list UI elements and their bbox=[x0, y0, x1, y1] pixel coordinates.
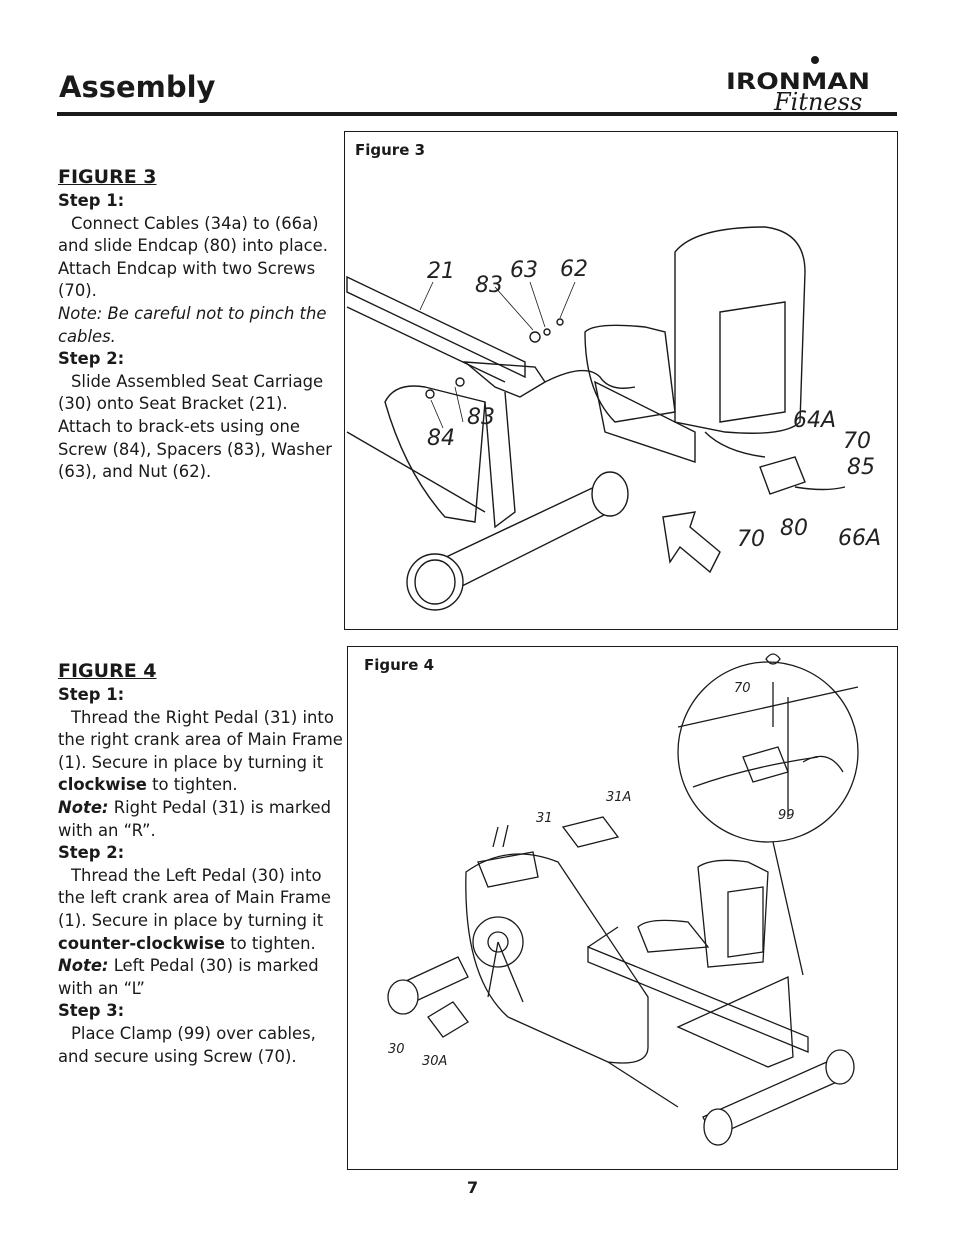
figure4-drawing: 70 99 31A 31 30 30A bbox=[387, 653, 859, 1146]
svg-text:IRONMAN: IRONMAN bbox=[726, 70, 870, 95]
callout-85: 85 bbox=[847, 455, 875, 480]
callout-30: 30 bbox=[388, 1042, 405, 1057]
callout-80: 80 bbox=[780, 516, 808, 541]
page-title: Assembly bbox=[59, 70, 216, 104]
ironman-fitness-logo: IRONMAN Fitness bbox=[726, 56, 870, 116]
callout-70-right: 70 bbox=[843, 429, 871, 454]
figure3-instructions: FIGURE 3 Step 1: Connect Cables (34a) to… bbox=[58, 166, 343, 484]
callout-84: 84 bbox=[427, 426, 455, 451]
figure3-drawing: 21 83 63 62 83 84 64A 70 85 70 80 66A bbox=[346, 226, 881, 611]
callout-62: 62 bbox=[560, 257, 588, 282]
figure3-step1-text: Connect Cables (34a) to (66a) and slide … bbox=[58, 213, 328, 301]
figure3-step2-text: Slide Assembled Seat Carriage (30) onto … bbox=[58, 371, 333, 482]
figure4-step2-text: Thread the Left Pedal (30) into the left… bbox=[58, 865, 343, 955]
figure4-note1-text: Right Pedal (31) is marked with an “R”. bbox=[58, 797, 331, 840]
figure4-note2-text: Left Pedal (30) is marked with an “L” bbox=[58, 956, 319, 998]
figure4-step1-text-a: Thread the Right Pedal (31) into the rig… bbox=[58, 707, 343, 772]
figure4-step1-label: Step 1: bbox=[58, 685, 125, 704]
callout-66a: 66A bbox=[838, 526, 881, 551]
figure3-step2-label: Step 2: bbox=[58, 349, 125, 369]
header-rule bbox=[57, 112, 897, 116]
figure4-step2-text-b: to tighten. bbox=[225, 933, 316, 953]
figure4-box-label: Figure 4 bbox=[364, 656, 435, 674]
callout-83-bottom: 83 bbox=[467, 405, 495, 430]
callout-83-top: 83 bbox=[475, 273, 503, 298]
figure4-step3-text: Place Clamp (99) over cables, and secure… bbox=[58, 1023, 316, 1066]
callout-30a: 30A bbox=[422, 1054, 447, 1069]
figure4-illustration: Figure 4 bbox=[347, 646, 898, 1170]
figure4-step2-label: Step 2: bbox=[58, 843, 125, 863]
figure4-step1-emphasis: clockwise bbox=[58, 775, 147, 795]
figure4-note2-label: Note: bbox=[58, 956, 109, 976]
figure3-illustration: Figure 3 bbox=[344, 131, 898, 630]
figure4-note2: Note: Left Pedal (30) is marked with an … bbox=[58, 955, 343, 1000]
callout-31a: 31A bbox=[606, 790, 631, 805]
figure4-step1-text: Thread the Right Pedal (31) into the rig… bbox=[58, 707, 343, 797]
svg-text:Fitness: Fitness bbox=[773, 88, 862, 116]
callout-64a: 64A bbox=[793, 408, 836, 433]
callout-21: 21 bbox=[427, 259, 455, 284]
callout-99: 99 bbox=[778, 808, 795, 823]
callout-31: 31 bbox=[536, 811, 553, 826]
figure4-step1-text-b: to tighten. bbox=[146, 775, 238, 795]
figure4-note1: Note: Right Pedal (31) is marked with an… bbox=[58, 797, 343, 842]
callout-70-bottom: 70 bbox=[737, 527, 765, 552]
figure4-note1-label: Note: bbox=[58, 797, 109, 817]
figure3-step1-label: Step 1: bbox=[58, 191, 125, 210]
page-number: 7 bbox=[467, 1178, 479, 1197]
callout-63: 63 bbox=[510, 258, 538, 283]
figure4-step2-text-a: Thread the Left Pedal (30) into the left… bbox=[58, 865, 331, 930]
figure3-box-label: Figure 3 bbox=[355, 141, 426, 159]
figure3-note: Note: Be careful not to pinch the cables… bbox=[58, 303, 327, 346]
figure4-heading: FIGURE 4 bbox=[58, 660, 157, 682]
figure4-instructions: FIGURE 4 Step 1: Thread the Right Pedal … bbox=[58, 660, 343, 1068]
figure4-step3-label: Step 3: bbox=[58, 1001, 125, 1021]
callout-70: 70 bbox=[734, 681, 751, 696]
figure3-heading: FIGURE 3 bbox=[58, 166, 157, 188]
figure4-step2-emphasis: counter-clockwise bbox=[58, 933, 225, 953]
